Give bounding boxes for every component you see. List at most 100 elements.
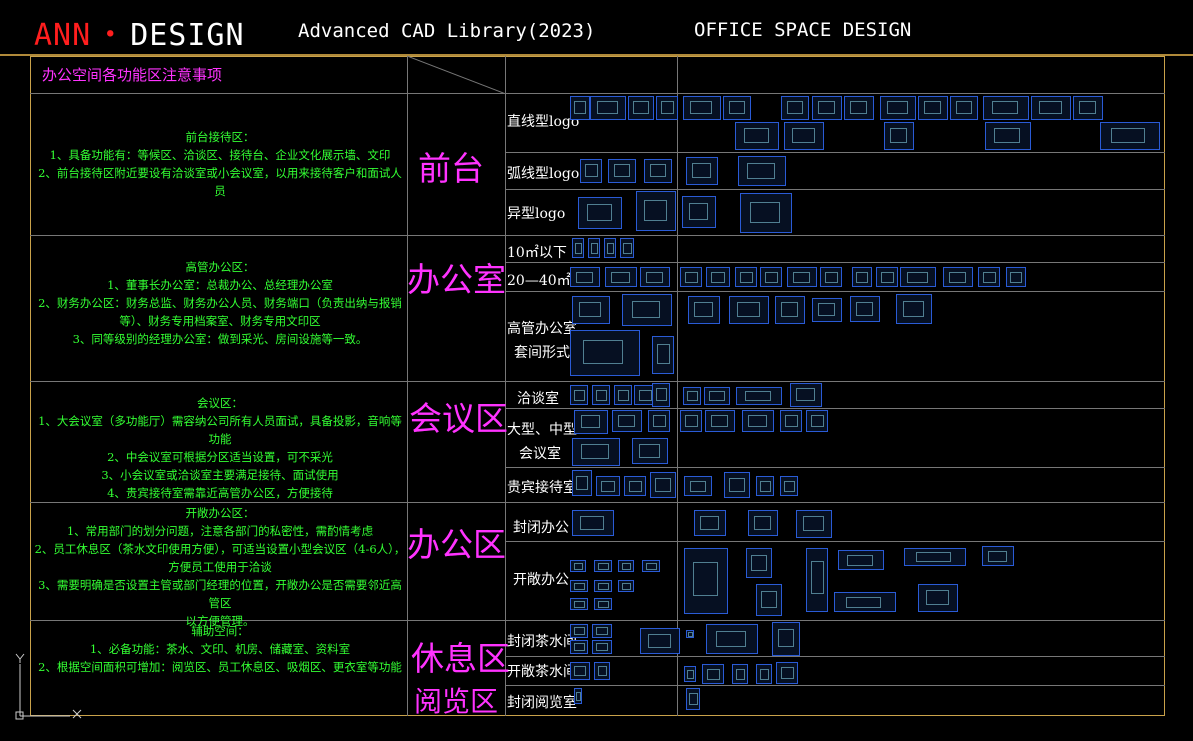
cad-block-thumbnail[interactable] bbox=[838, 550, 884, 570]
cad-block-thumbnail[interactable] bbox=[918, 96, 948, 120]
cad-block-thumbnail[interactable] bbox=[570, 580, 588, 592]
cad-block-thumbnail[interactable] bbox=[943, 267, 973, 287]
cad-block-thumbnail[interactable] bbox=[684, 476, 712, 496]
cad-block-thumbnail[interactable] bbox=[596, 476, 620, 496]
cad-block-thumbnail[interactable] bbox=[756, 664, 772, 684]
cad-block-thumbnail[interactable] bbox=[1100, 122, 1160, 150]
cad-block-thumbnail[interactable] bbox=[636, 191, 676, 231]
cad-block-thumbnail[interactable] bbox=[736, 387, 782, 405]
cad-block-thumbnail[interactable] bbox=[592, 624, 612, 638]
cad-block-thumbnail[interactable] bbox=[588, 238, 600, 258]
cad-block-thumbnail[interactable] bbox=[704, 387, 730, 405]
cad-block-thumbnail[interactable] bbox=[746, 548, 772, 578]
cad-block-thumbnail[interactable] bbox=[806, 548, 828, 612]
cad-block-thumbnail[interactable] bbox=[620, 238, 634, 258]
cad-block-thumbnail[interactable] bbox=[780, 476, 798, 496]
cad-block-thumbnail[interactable] bbox=[570, 96, 590, 120]
cad-block-thumbnail[interactable] bbox=[1073, 96, 1103, 120]
cad-block-thumbnail[interactable] bbox=[680, 267, 702, 287]
cad-block-thumbnail[interactable] bbox=[735, 122, 779, 150]
cad-block-thumbnail[interactable] bbox=[790, 383, 822, 407]
cad-block-thumbnail[interactable] bbox=[896, 294, 932, 324]
cad-block-thumbnail[interactable] bbox=[572, 438, 620, 466]
cad-block-thumbnail[interactable] bbox=[680, 410, 702, 432]
cad-block-thumbnail[interactable] bbox=[683, 387, 701, 405]
cad-block-thumbnail[interactable] bbox=[694, 510, 726, 536]
cad-block-thumbnail[interactable] bbox=[570, 560, 586, 572]
cad-block-thumbnail[interactable] bbox=[735, 267, 757, 287]
cad-block-thumbnail[interactable] bbox=[612, 410, 642, 432]
cad-block-thumbnail[interactable] bbox=[740, 193, 792, 233]
cad-block-thumbnail[interactable] bbox=[904, 548, 966, 566]
cad-block-thumbnail[interactable] bbox=[594, 662, 610, 680]
cad-block-thumbnail[interactable] bbox=[880, 96, 916, 120]
cad-block-thumbnail[interactable] bbox=[978, 267, 1000, 287]
cad-block-thumbnail[interactable] bbox=[570, 624, 588, 638]
cad-block-thumbnail[interactable] bbox=[592, 640, 612, 654]
cad-block-thumbnail[interactable] bbox=[580, 159, 602, 183]
cad-block-thumbnail[interactable] bbox=[738, 156, 786, 186]
cad-block-thumbnail[interactable] bbox=[787, 267, 817, 287]
cad-block-thumbnail[interactable] bbox=[682, 196, 716, 228]
cad-block-thumbnail[interactable] bbox=[624, 476, 646, 496]
cad-block-thumbnail[interactable] bbox=[742, 410, 774, 432]
cad-block-thumbnail[interactable] bbox=[572, 470, 592, 496]
cad-block-thumbnail[interactable] bbox=[608, 159, 636, 183]
cad-block-thumbnail[interactable] bbox=[780, 410, 802, 432]
cad-block-thumbnail[interactable] bbox=[834, 592, 896, 612]
cad-block-thumbnail[interactable] bbox=[900, 267, 936, 287]
cad-block-thumbnail[interactable] bbox=[724, 472, 750, 498]
cad-block-thumbnail[interactable] bbox=[570, 598, 588, 610]
cad-block-thumbnail[interactable] bbox=[850, 296, 880, 322]
cad-block-thumbnail[interactable] bbox=[614, 385, 632, 405]
cad-block-thumbnail[interactable] bbox=[950, 96, 978, 120]
cad-block-thumbnail[interactable] bbox=[594, 580, 612, 592]
cad-block-thumbnail[interactable] bbox=[982, 546, 1014, 566]
cad-block-thumbnail[interactable] bbox=[618, 560, 634, 572]
cad-block-thumbnail[interactable] bbox=[605, 267, 637, 287]
cad-block-thumbnail[interactable] bbox=[684, 548, 728, 614]
cad-block-thumbnail[interactable] bbox=[572, 238, 584, 258]
cad-block-thumbnail[interactable] bbox=[820, 267, 842, 287]
cad-block-thumbnail[interactable] bbox=[729, 296, 769, 324]
cad-block-thumbnail[interactable] bbox=[642, 560, 660, 572]
cad-block-thumbnail[interactable] bbox=[594, 598, 612, 610]
cad-block-thumbnail[interactable] bbox=[644, 159, 672, 183]
cad-block-thumbnail[interactable] bbox=[748, 510, 778, 536]
cad-block-thumbnail[interactable] bbox=[572, 510, 614, 536]
cad-block-thumbnail[interactable] bbox=[570, 662, 590, 680]
cad-block-thumbnail[interactable] bbox=[756, 584, 782, 616]
cad-block-thumbnail[interactable] bbox=[884, 122, 914, 150]
cad-block-thumbnail[interactable] bbox=[574, 688, 582, 704]
cad-block-thumbnail[interactable] bbox=[618, 580, 634, 592]
cad-block-thumbnail[interactable] bbox=[723, 96, 751, 120]
cad-block-thumbnail[interactable] bbox=[640, 267, 670, 287]
cad-block-thumbnail[interactable] bbox=[760, 267, 782, 287]
cad-block-thumbnail[interactable] bbox=[876, 267, 898, 287]
cad-block-thumbnail[interactable] bbox=[812, 96, 842, 120]
cad-block-thumbnail[interactable] bbox=[706, 267, 730, 287]
cad-block-thumbnail[interactable] bbox=[570, 385, 588, 405]
cad-block-thumbnail[interactable] bbox=[570, 640, 588, 654]
cad-block-thumbnail[interactable] bbox=[985, 122, 1031, 150]
cad-block-thumbnail[interactable] bbox=[592, 385, 610, 405]
cad-block-thumbnail[interactable] bbox=[844, 96, 874, 120]
cad-block-thumbnail[interactable] bbox=[590, 96, 626, 120]
cad-block-thumbnail[interactable] bbox=[781, 96, 809, 120]
cad-block-thumbnail[interactable] bbox=[686, 688, 700, 710]
cad-block-thumbnail[interactable] bbox=[852, 267, 872, 287]
cad-block-thumbnail[interactable] bbox=[686, 157, 718, 185]
cad-block-thumbnail[interactable] bbox=[640, 628, 680, 654]
cad-block-thumbnail[interactable] bbox=[578, 197, 622, 229]
cad-block-thumbnail[interactable] bbox=[574, 410, 608, 434]
cad-block-thumbnail[interactable] bbox=[684, 666, 696, 682]
cad-block-thumbnail[interactable] bbox=[632, 438, 668, 464]
cad-block-thumbnail[interactable] bbox=[570, 267, 600, 287]
cad-block-thumbnail[interactable] bbox=[776, 662, 798, 684]
cad-block-thumbnail[interactable] bbox=[652, 336, 674, 374]
cad-block-thumbnail[interactable] bbox=[648, 410, 670, 432]
cad-block-thumbnail[interactable] bbox=[806, 410, 828, 432]
cad-block-thumbnail[interactable] bbox=[732, 664, 748, 684]
cad-block-thumbnail[interactable] bbox=[772, 622, 800, 656]
cad-block-thumbnail[interactable] bbox=[650, 472, 676, 498]
